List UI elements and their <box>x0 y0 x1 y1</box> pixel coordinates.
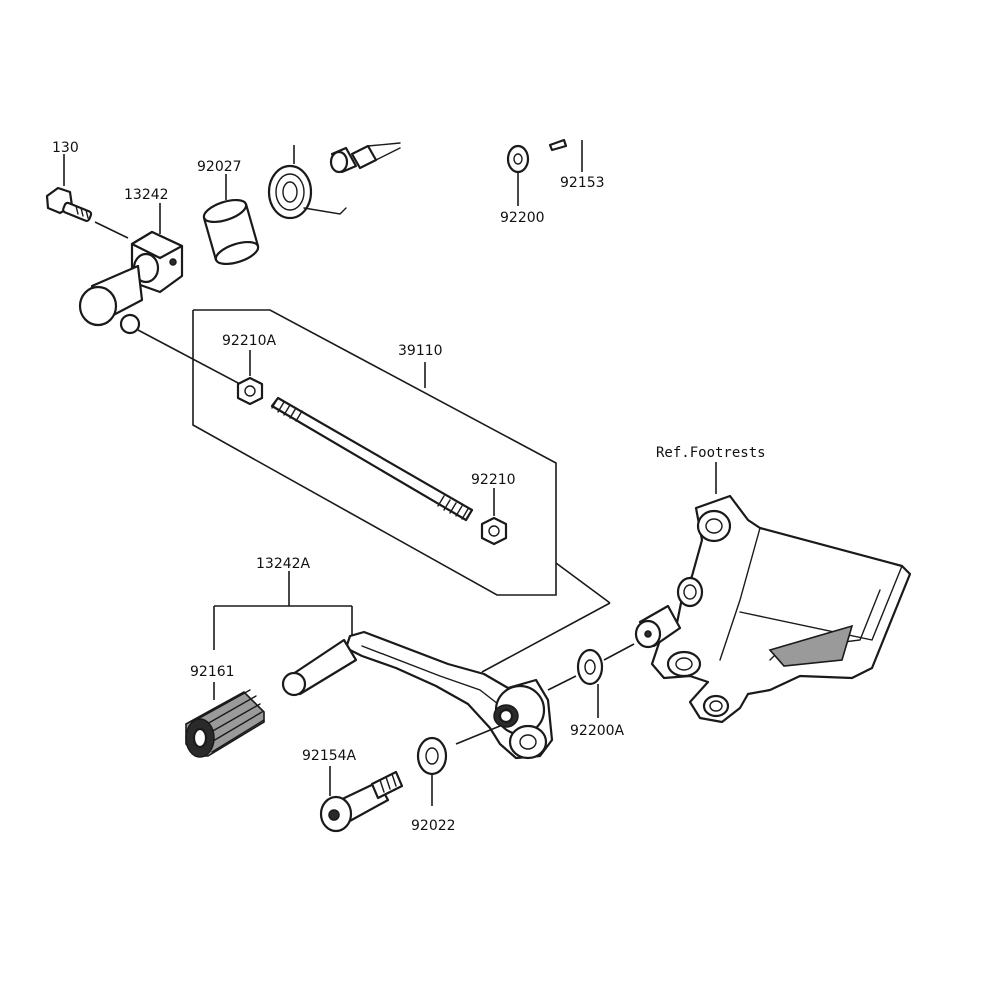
label-ref-footrests: Ref.Footrests <box>656 445 766 461</box>
label-13242A: 13242A <box>256 556 311 572</box>
return-spring <box>267 145 347 220</box>
label-92027: 92027 <box>197 159 242 175</box>
assembly-bracket-39110 <box>192 309 611 673</box>
bush-92027 <box>202 174 260 266</box>
bolt-130 <box>45 154 129 239</box>
label-130: 130 <box>52 140 79 156</box>
washer-92200A <box>576 648 604 718</box>
washer-92200 <box>506 144 530 206</box>
tie-rod-39110 <box>270 396 474 522</box>
label-39110: 39110 <box>398 343 443 359</box>
pedal-rubber-92161 <box>185 682 265 758</box>
label-92154A: 92154A <box>302 748 357 764</box>
label-92200: 92200 <box>500 210 545 226</box>
nut-92210 <box>480 488 508 546</box>
label-92161: 92161 <box>190 664 235 680</box>
shift-lever-13242 <box>78 203 184 335</box>
nut-92210A <box>236 350 264 406</box>
bolt-92154A <box>319 766 404 833</box>
label-92153: 92153 <box>560 175 605 191</box>
label-13242: 13242 <box>124 187 169 203</box>
shift-pedal-13242A <box>213 571 554 760</box>
label-92210A: 92210A <box>222 333 277 349</box>
washer-92022 <box>416 736 448 806</box>
shift-shaft-end <box>329 142 401 174</box>
label-92200A: 92200A <box>570 723 625 739</box>
label-92210: 92210 <box>471 472 516 488</box>
part-92153 <box>548 138 583 172</box>
label-92022: 92022 <box>411 818 456 834</box>
footrest-bracket <box>634 462 912 724</box>
